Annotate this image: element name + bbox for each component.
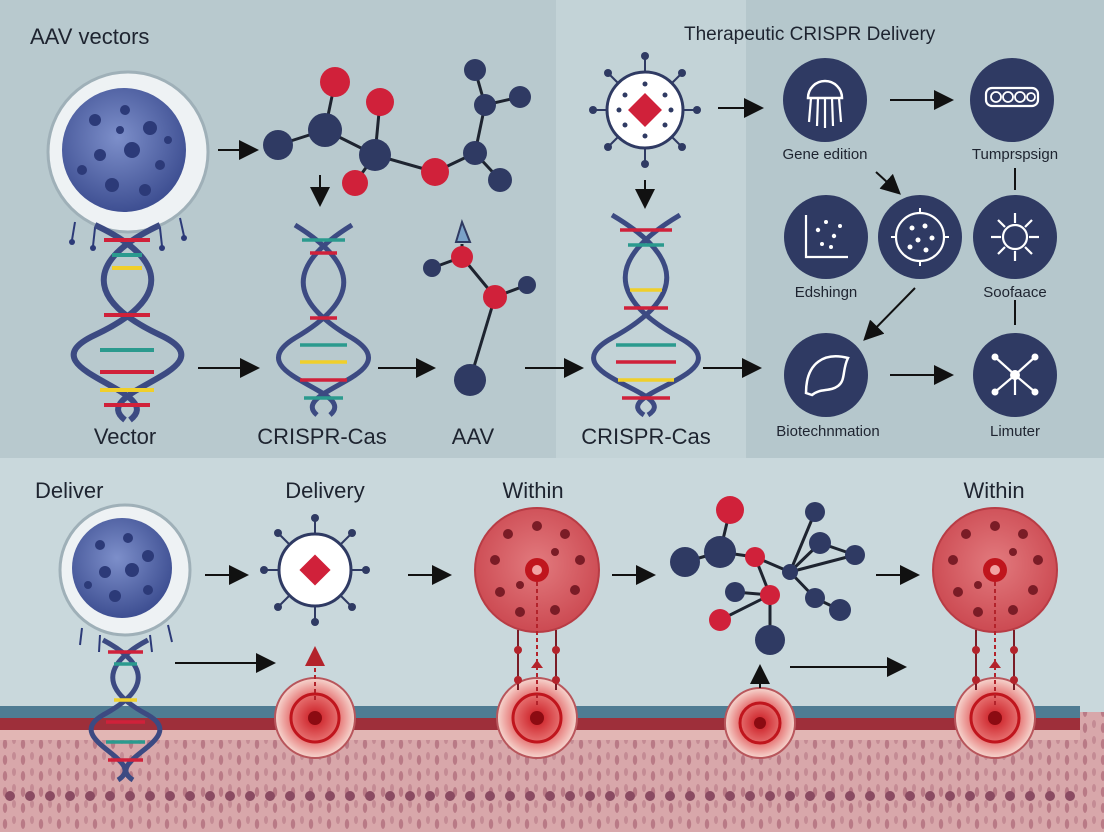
- icon-scatter-plot: [784, 195, 868, 279]
- dna-helix-1: [71, 222, 184, 423]
- label-aav: AAV: [451, 424, 495, 449]
- bottom-arrows: [175, 565, 920, 688]
- dna-helix-3: [591, 212, 701, 418]
- tissue-pore-1: [274, 677, 356, 759]
- bottom-label-delivery: Delivery: [285, 478, 365, 503]
- bottom-label-deliver: Deliver: [35, 478, 104, 503]
- top-left-arrows: [198, 140, 584, 378]
- icon-jellyfish: [783, 58, 867, 142]
- bottom-label-within-1: Within: [502, 478, 564, 503]
- icon-leaf: [784, 333, 868, 417]
- top-middle-arrows: [635, 98, 764, 378]
- molecule-bottom: [670, 496, 865, 655]
- icon-label-tumprspsign: Tumprspsign: [971, 146, 1059, 163]
- label-vector: Vector: [93, 424, 157, 449]
- dna-helix-2: [276, 222, 371, 417]
- tissue-pore-2: [496, 677, 578, 759]
- molecule-top: [263, 59, 531, 196]
- icon-label-edshingn: Edshingn: [794, 284, 858, 301]
- target-cell-2: [932, 507, 1058, 633]
- icon-virus: [878, 195, 962, 279]
- icon-label-gene-edition: Gene edition: [782, 146, 868, 163]
- target-cell-1: [474, 507, 600, 633]
- tissue-pore-4: [954, 677, 1036, 759]
- top-left-title: AAV vectors: [30, 24, 150, 49]
- top-right-arrows: [863, 90, 1016, 385]
- icon-label-limuter: Limuter: [989, 423, 1041, 440]
- icon-network: [973, 333, 1057, 417]
- icon-label-biotechnmation: Biotechnmation: [776, 423, 880, 440]
- label-crispr-cas-1: CRISPR-Cas: [257, 424, 387, 449]
- top-right-title: Therapeutic CRISPR Delivery: [684, 24, 936, 45]
- dashed-uptake-lines: [305, 582, 996, 705]
- crispr-particle-bottom: [260, 514, 370, 626]
- icon-gear: [973, 195, 1057, 279]
- dna-helix-bottom: [88, 637, 163, 783]
- aav-vector-bottom: [58, 503, 192, 653]
- channel-markers: [514, 646, 1018, 684]
- aav-vector-particle: [46, 70, 210, 251]
- icon-label-soofaace: Soofaace: [983, 284, 1047, 301]
- aav-molecule: [423, 218, 536, 396]
- icon-cell-cluster: [970, 58, 1054, 142]
- crispr-particle-top: [589, 52, 701, 168]
- tissue-pore-3: [724, 687, 796, 759]
- bottom-label-within-2: Within: [963, 478, 1025, 503]
- label-crispr-cas-2: CRISPR-Cas: [581, 424, 711, 449]
